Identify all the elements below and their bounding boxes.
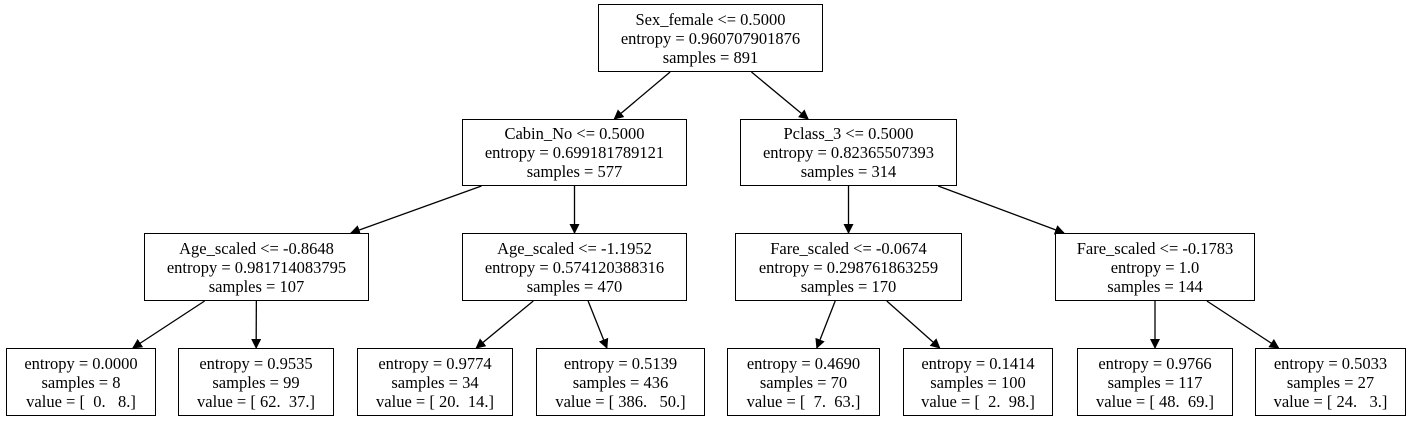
node-samples-label: samples = 107 xyxy=(208,276,305,296)
tree-edge-n1-to-n3 xyxy=(349,185,482,235)
leaf-samples-label: samples = 70 xyxy=(759,372,848,392)
tree-edge-n5-to-l6 xyxy=(886,300,941,349)
tree-leaf-3: entropy = 0.9774 samples = 34 value = [ … xyxy=(357,348,513,416)
node-samples-label: samples = 577 xyxy=(526,162,623,181)
tree-leaf-2: entropy = 0.9535 samples = 99 value = [ … xyxy=(178,348,334,416)
leaf-entropy-label: entropy = 0.9766 xyxy=(1098,353,1212,373)
leaf-samples-label: samples = 27 xyxy=(1286,372,1375,392)
tree-leaf-4: entropy = 0.5139 samples = 436 value = [… xyxy=(536,348,705,416)
leaf-entropy-label: entropy = 0.0000 xyxy=(24,353,138,373)
tree-edge-n4-to-l4 xyxy=(587,300,609,349)
tree-edge-root-to-n2 xyxy=(751,71,809,120)
leaf-entropy-label: entropy = 0.9774 xyxy=(378,353,492,373)
tree-leaf-6: entropy = 0.1414 samples = 100 value = [… xyxy=(903,348,1053,416)
tree-node-age-scaled-right: Age_scaled <= -1.1952 entropy = 0.574120… xyxy=(462,233,687,301)
leaf-entropy-label: entropy = 0.5139 xyxy=(563,353,678,373)
node-samples-label: samples = 470 xyxy=(526,276,623,296)
leaf-entropy-label: entropy = 0.5033 xyxy=(1273,353,1388,373)
node-entropy-label: entropy = 1.0 xyxy=(1110,257,1200,277)
node-samples-label: samples = 170 xyxy=(800,276,897,296)
leaf-value-label: value = [ 48. 69.] xyxy=(1096,391,1214,411)
node-entropy-label: entropy = 0.960707901876 xyxy=(620,28,801,48)
tree-edge-n6-to-l8 xyxy=(1206,300,1280,349)
tree-leaf-5: entropy = 0.4690 samples = 70 value = [ … xyxy=(727,348,880,416)
leaf-entropy-label: entropy = 0.9535 xyxy=(199,353,313,373)
tree-leaf-7: entropy = 0.9766 samples = 117 value = [… xyxy=(1077,348,1233,416)
node-split-label: Age_scaled <= -1.1952 xyxy=(497,238,652,258)
leaf-value-label: value = [ 386. 50.] xyxy=(555,391,686,411)
tree-leaf-8: entropy = 0.5033 samples = 27 value = [ … xyxy=(1255,348,1406,416)
tree-node-fare-scaled-right: Fare_scaled <= -0.1783 entropy = 1.0 sam… xyxy=(1055,233,1255,301)
tree-node-pclass-3: Pclass_3 <= 0.5000 entropy = 0.823655073… xyxy=(740,119,957,186)
node-split-label: Cabin_No <= 0.5000 xyxy=(504,124,645,143)
tree-node-cabin-no: Cabin_No <= 0.5000 entropy = 0.699181789… xyxy=(462,119,687,186)
leaf-value-label: value = [ 20. 14.] xyxy=(376,391,494,411)
tree-edge-n3-to-l1 xyxy=(132,300,205,349)
node-split-label: Pclass_3 <= 0.5000 xyxy=(783,124,914,143)
leaf-samples-label: samples = 117 xyxy=(1107,372,1203,392)
leaf-samples-label: samples = 34 xyxy=(391,372,479,392)
node-samples-label: samples = 314 xyxy=(800,162,897,181)
node-entropy-label: entropy = 0.82365507393 xyxy=(762,143,935,162)
tree-edge-n5-to-l5 xyxy=(815,300,836,349)
tree-edge-root-to-n1 xyxy=(613,71,671,120)
node-samples-label: samples = 144 xyxy=(1107,276,1203,296)
tree-node-root-sex-female: Sex_female <= 0.5000 entropy = 0.9607079… xyxy=(598,4,823,72)
leaf-value-label: value = [ 7. 63.] xyxy=(746,391,861,411)
node-entropy-label: entropy = 0.981714083795 xyxy=(166,257,347,277)
tree-edge-n2-to-n6 xyxy=(937,185,1065,235)
node-entropy-label: entropy = 0.574120388316 xyxy=(484,257,665,277)
leaf-entropy-label: entropy = 0.4690 xyxy=(746,353,861,373)
leaf-value-label: value = [ 62. 37.] xyxy=(197,391,315,411)
node-split-label: Fare_scaled <= -0.1783 xyxy=(1076,238,1234,258)
leaf-value-label: value = [ 2. 98.] xyxy=(921,391,1035,411)
leaf-samples-label: samples = 436 xyxy=(572,372,669,392)
leaf-samples-label: samples = 99 xyxy=(212,372,300,392)
tree-edge-n4-to-l3 xyxy=(475,300,534,349)
tree-leaf-1: entropy = 0.0000 samples = 8 value = [ 0… xyxy=(6,348,156,416)
node-entropy-label: entropy = 0.699181789121 xyxy=(484,143,665,162)
node-split-label: Age_scaled <= -0.8648 xyxy=(179,238,334,258)
node-split-label: Sex_female <= 0.5000 xyxy=(635,9,786,29)
tree-node-age-scaled-left: Age_scaled <= -0.8648 entropy = 0.981714… xyxy=(144,233,369,301)
leaf-samples-label: samples = 100 xyxy=(930,372,1026,392)
node-entropy-label: entropy = 0.298761863259 xyxy=(758,257,939,277)
leaf-samples-label: samples = 8 xyxy=(41,372,121,392)
leaf-value-label: value = [ 0. 8.] xyxy=(26,391,136,411)
node-samples-label: samples = 891 xyxy=(662,47,759,67)
leaf-value-label: value = [ 24. 3.] xyxy=(1273,391,1388,411)
tree-node-fare-scaled-left: Fare_scaled <= -0.0674 entropy = 0.29876… xyxy=(735,233,962,301)
node-split-label: Fare_scaled <= -0.0674 xyxy=(770,238,927,258)
leaf-entropy-label: entropy = 0.1414 xyxy=(921,353,1035,373)
